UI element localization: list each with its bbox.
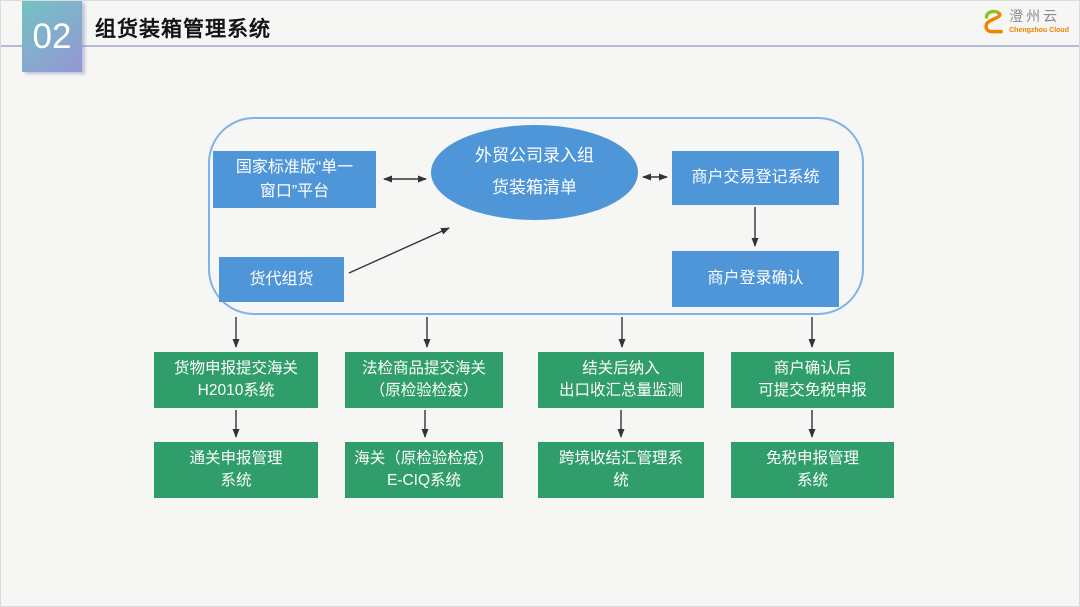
node-freight-grouping: 货代组货 <box>219 257 344 302</box>
title-underline <box>1 45 1079 47</box>
node-label: 货代组货 <box>249 270 314 288</box>
node-single-window-platform: 国家标准版“单一 窗口”平台 <box>213 151 376 208</box>
node-label-line: 货装箱清单 <box>492 178 577 197</box>
node-label-line: 统 <box>613 472 629 489</box>
node-label-line: 免税申报管理 <box>765 449 859 467</box>
node-eciq-system: 海关（原检验检疫） E-CIQ系统 <box>345 442 503 498</box>
brand-logo: 澄州云 Chengzhou Cloud <box>980 7 1069 40</box>
node-merchant-registration-system: 商户交易登记系统 <box>672 151 839 205</box>
node-taxfree-declaration-system: 免税申报管理 系统 <box>731 442 894 498</box>
node-merchant-login-confirm: 商户登录确认 <box>672 251 839 307</box>
node-label-line: 货物申报提交海关 <box>173 359 298 377</box>
node-label-line: 可提交免税申报 <box>758 382 867 399</box>
node-label: 商户交易登记系统 <box>691 169 820 187</box>
node-crossborder-settlement-system: 跨境收结汇管理系 统 <box>538 442 704 498</box>
node-inspection-goods-customs: 法检商品提交海关 （原检验检疫） <box>345 352 503 408</box>
node-label-line: 通关申报管理 <box>189 449 283 467</box>
node-label-line: 系统 <box>220 472 252 489</box>
brand-logo-icon <box>984 9 1003 34</box>
node-label-line: （原检验检疫） <box>369 382 479 399</box>
node-trade-company-entry-ellipse: 外贸公司录入组 货装箱清单 <box>431 125 638 220</box>
node-label-line: 结关后纳入 <box>582 359 660 377</box>
page-title: 组货装箱管理系统 <box>95 18 271 41</box>
node-cargo-declare-customs: 货物申报提交海关 H2010系统 <box>154 352 318 408</box>
node-label-line: 外贸公司录入组 <box>475 146 594 166</box>
node-label: 商户登录确认 <box>707 270 804 288</box>
node-label-line: E-CIQ系统 <box>386 472 462 489</box>
brand-name: 澄州云 <box>1009 8 1061 24</box>
node-label-line: 系统 <box>796 472 828 489</box>
section-number-badge: 02 <box>22 1 82 72</box>
process-container <box>208 117 864 315</box>
node-post-clearance-monitoring: 结关后纳入 出口收汇总量监测 <box>538 352 704 408</box>
node-label-line: 跨境收结汇管理系 <box>558 449 683 467</box>
brand-subtitle: Chengzhou Cloud <box>1009 26 1069 34</box>
node-clearance-declaration-system: 通关申报管理 系统 <box>154 442 318 498</box>
node-label-line: 国家标准版“单一 <box>235 159 354 177</box>
node-label-line: 法检商品提交海关 <box>361 359 486 377</box>
node-label-line: 商户确认后 <box>773 359 852 377</box>
brand-text: 澄州云 Chengzhou Cloud <box>1009 7 1069 34</box>
node-label-line: 窗口”平台 <box>259 182 330 200</box>
node-label-line: 出口收汇总量监测 <box>558 382 683 399</box>
node-merchant-confirm-tax-free: 商户确认后 可提交免税申报 <box>731 352 894 408</box>
node-label-line: H2010系统 <box>197 382 275 399</box>
node-label-line: 海关（原检验检疫） <box>354 449 494 467</box>
